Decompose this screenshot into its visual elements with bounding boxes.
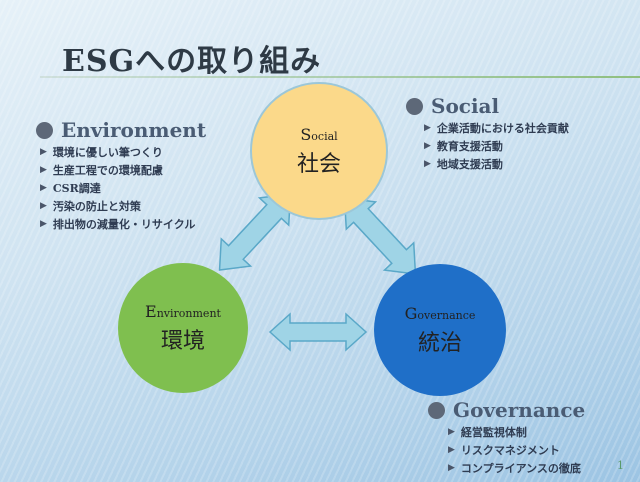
list-item: ▶ 地域支援活動 <box>424 156 569 172</box>
page-number: 1 <box>617 459 624 472</box>
triangle-bullet-icon: ▶ <box>448 427 455 437</box>
governance-section: Governance ▶ 経営監視体制 ▶ リスクマネジメント ▶ コンプライアンスの… <box>428 398 585 476</box>
social-circle-label: ocial <box>311 129 338 143</box>
triangle-bullet-icon: ▶ <box>40 165 47 175</box>
triangle-bullet-icon: ▶ <box>40 219 47 229</box>
triangle-bullet-icon: ▶ <box>448 463 455 473</box>
item-text: 排出物の減量化・リサイクル <box>52 218 196 231</box>
list-item: ▶ 企業活動における社会貢献 <box>424 120 569 136</box>
triangle-bullet-icon: ▶ <box>40 147 47 157</box>
arrow-social-governance <box>343 197 417 275</box>
environment-heading: Environment <box>61 118 207 142</box>
list-item: ▶ 生産工程での環境配慮 <box>40 162 206 178</box>
governance-heading: Governance <box>453 398 586 422</box>
environment-circle-label: nvironment <box>156 306 221 320</box>
list-item: ▶ コンプライアンスの徹底 <box>448 460 585 476</box>
item-text: 生産工程での環境配慮 <box>52 164 163 177</box>
social-circle-jp: 社会 <box>296 151 341 177</box>
governance-circle-label: overnance <box>417 308 476 322</box>
title-underline <box>40 76 640 78</box>
social-circle: Social 社会 <box>250 82 388 220</box>
item-text: 経営監視体制 <box>460 426 527 439</box>
arrow-environment-governance <box>268 312 368 352</box>
social-heading: Social <box>431 94 500 118</box>
item-text: 企業活動における社会貢献 <box>436 122 569 135</box>
triangle-bullet-icon: ▶ <box>40 183 47 193</box>
list-item: ▶ 環境に優しい筆つくり <box>40 144 206 160</box>
triangle-bullet-icon: ▶ <box>424 123 431 133</box>
environment-circle-jp: 環境 <box>160 328 205 354</box>
triangle-bullet-icon: ▶ <box>448 445 455 455</box>
bullet-dot-icon <box>406 97 423 115</box>
triangle-bullet-icon: ▶ <box>424 159 431 169</box>
list-item: ▶ CSR調達 <box>40 180 206 196</box>
item-text: 汚染の防止と対策 <box>52 200 141 213</box>
social-section: Social ▶ 企業活動における社会貢献 ▶ 教育支援活動 ▶ 地域支援活動 <box>406 94 569 172</box>
governance-circle: Governance 統治 <box>374 264 506 396</box>
social-circle-initial: S <box>300 124 312 144</box>
governance-circle-jp: 統治 <box>417 330 462 356</box>
bullet-dot-icon <box>36 121 53 139</box>
arrow-social-environment <box>218 193 292 271</box>
list-item: ▶ 経営監視体制 <box>448 424 585 440</box>
item-text: 教育支援活動 <box>436 140 503 153</box>
item-text: CSR調達 <box>52 182 101 195</box>
item-text: リスクマネジメント <box>460 444 560 457</box>
list-item: ▶ リスクマネジメント <box>448 442 585 458</box>
triangle-bullet-icon: ▶ <box>424 141 431 151</box>
slide-title: ESGへの取り組み <box>62 44 322 79</box>
item-text: 地域支援活動 <box>436 158 503 171</box>
governance-circle-initial: G <box>404 303 418 323</box>
environment-circle-initial: E <box>145 301 157 321</box>
environment-circle: Environment 環境 <box>118 263 248 393</box>
list-item: ▶ 教育支援活動 <box>424 138 569 154</box>
list-item: ▶ 汚染の防止と対策 <box>40 198 206 214</box>
environment-section: Environment ▶ 環境に優しい筆つくり ▶ 生産工程での環境配慮 ▶ CSR… <box>36 118 206 232</box>
item-text: コンプライアンスの徹底 <box>460 462 581 475</box>
triangle-bullet-icon: ▶ <box>40 201 47 211</box>
bullet-dot-icon <box>428 401 445 419</box>
item-text: 環境に優しい筆つくり <box>52 146 163 159</box>
list-item: ▶ 排出物の減量化・リサイクル <box>40 216 206 232</box>
